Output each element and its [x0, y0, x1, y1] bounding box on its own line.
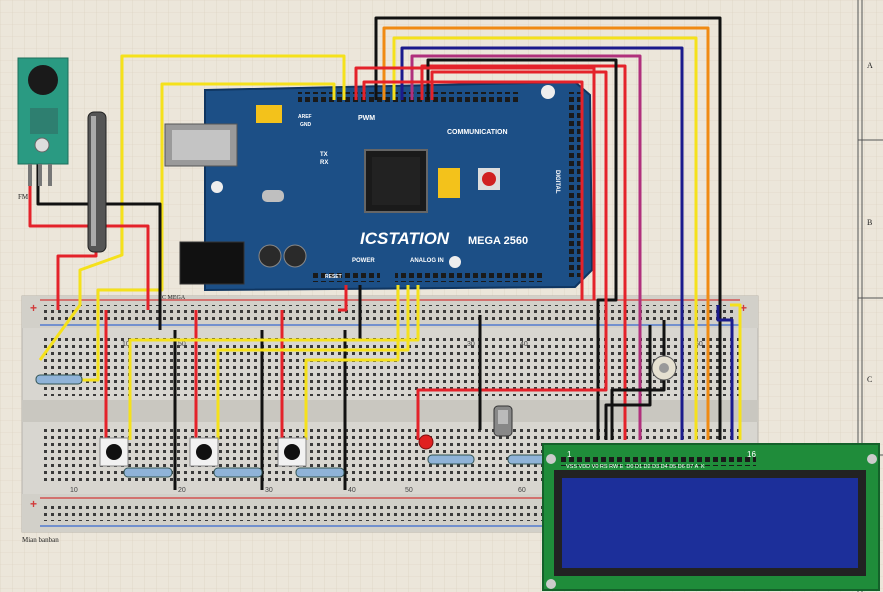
svg-text:+: + — [740, 301, 747, 315]
arduino-mega-board: ICSTATION MEGA 2560 PWM COMMUNICATION PO… — [164, 80, 594, 292]
bb-num-bottom-1: 10 — [70, 487, 78, 494]
wires — [28, 16, 742, 490]
board-label-pwm: PWM — [358, 115, 375, 122]
bb-num-bottom-4: 40 — [348, 487, 356, 494]
bb-num-bottom-3: 30 — [265, 487, 273, 494]
resistor-5 — [427, 454, 475, 465]
wire-yellow-btn1 — [128, 285, 420, 440]
breadboard-numbers: 10 30 40 50 60 10 20 30 40 50 60 — [70, 341, 703, 494]
bb-num-top-1: 10 — [122, 341, 130, 348]
push-button-2 — [189, 437, 219, 467]
board-label-reset: RESET — [325, 274, 342, 280]
board-label-digital: DIGITAL — [554, 170, 560, 194]
label-ic-mega: IC MEGA — [160, 295, 186, 301]
board-label-analog-in: ANALOG IN — [410, 258, 444, 264]
wire-yellow-sensor — [38, 54, 346, 361]
wire-black-pot — [610, 320, 666, 440]
lcd-pin-last: 16 — [747, 450, 756, 459]
wire-yellow-2 — [80, 82, 336, 382]
wire-blue-lcd-d4 — [400, 46, 684, 440]
board-label-power: POWER — [352, 258, 375, 264]
board-label-tx: TX — [320, 152, 328, 158]
wire-orange-lcd-d6 — [382, 26, 710, 440]
lcd-pins-label: VSS VDD V0 RS RW E D0 D1 D2 D3 D4 D5 D6 … — [566, 464, 705, 470]
sound-sensor-module — [17, 57, 69, 186]
bb-num-top-5: 60 — [695, 341, 703, 348]
wire-black-lcd-d7 — [374, 16, 722, 440]
wire-magenta-lcd-e — [410, 54, 642, 440]
resistor-4 — [295, 467, 345, 478]
ir-sensor — [493, 405, 513, 437]
wire-yellow-btn2 — [216, 285, 410, 440]
board-label-aref: AREF — [298, 114, 312, 120]
frame-letter-c: C — [867, 375, 872, 384]
bb-num-bottom-2: 20 — [178, 487, 186, 494]
push-button-3 — [277, 437, 307, 467]
lcd-module — [542, 443, 880, 591]
bb-num-top-2: 30 — [467, 341, 475, 348]
wire-red-top-3 — [354, 66, 596, 300]
frame-letter-b: B — [867, 218, 872, 227]
board-label-rx: RX — [320, 160, 328, 166]
wire-yellow-btn3 — [304, 285, 400, 440]
bb-num-top-4: 50 — [178, 341, 186, 348]
frame-letter-a: A — [867, 61, 873, 70]
wire-red-6 — [338, 285, 348, 312]
wire-black-lcd-vss — [604, 325, 652, 440]
svg-text:+: + — [30, 497, 37, 511]
wire-blue-lcd-k — [716, 305, 734, 440]
push-buttons — [99, 437, 307, 467]
temperature-probe — [87, 111, 107, 253]
bb-num-bottom-5: 50 — [405, 487, 413, 494]
potentiometer — [651, 355, 677, 381]
wire-yellow-lcd-a — [730, 303, 742, 440]
wire-red-top-2 — [416, 70, 608, 440]
wire-red-top-4 — [362, 80, 584, 300]
bb-num-top-3: 40 — [520, 341, 528, 348]
resistor-3 — [213, 467, 263, 478]
resistor-2 — [123, 467, 173, 478]
svg-text:+: + — [30, 301, 37, 315]
label-main-breadboard: Mian banban — [22, 536, 59, 544]
board-label-communication: COMMUNICATION — [447, 129, 508, 136]
board-brand: ICSTATION — [360, 229, 450, 248]
push-button-1 — [99, 437, 129, 467]
board-model: MEGA 2560 — [468, 235, 528, 247]
label-fm: FM — [18, 193, 29, 201]
bb-num-bottom-6: 60 — [518, 487, 526, 494]
board-label-gnd: GND — [300, 122, 312, 128]
lcd-pin-first: 1 — [567, 450, 572, 459]
red-led — [418, 434, 434, 450]
resistor-1 — [35, 374, 83, 385]
